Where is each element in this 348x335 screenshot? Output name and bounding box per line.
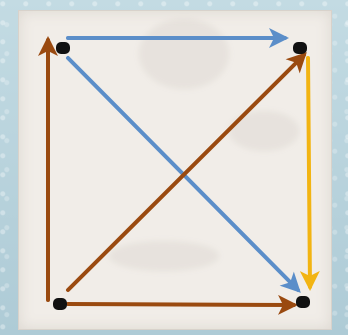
- edge-top-right-to-bottom-right: [299, 56, 320, 291]
- diagram-panel: [18, 10, 332, 330]
- page-texture: [109, 241, 219, 271]
- edge-bottom-left-to-bottom-right: [66, 294, 298, 315]
- node-bottom-right: [296, 296, 310, 308]
- node-top-right: [293, 42, 307, 54]
- node-top-left: [56, 42, 70, 54]
- edge-bottom-left-to-top-right: [66, 52, 307, 292]
- node-bottom-left: [53, 298, 67, 310]
- page-texture: [139, 19, 229, 89]
